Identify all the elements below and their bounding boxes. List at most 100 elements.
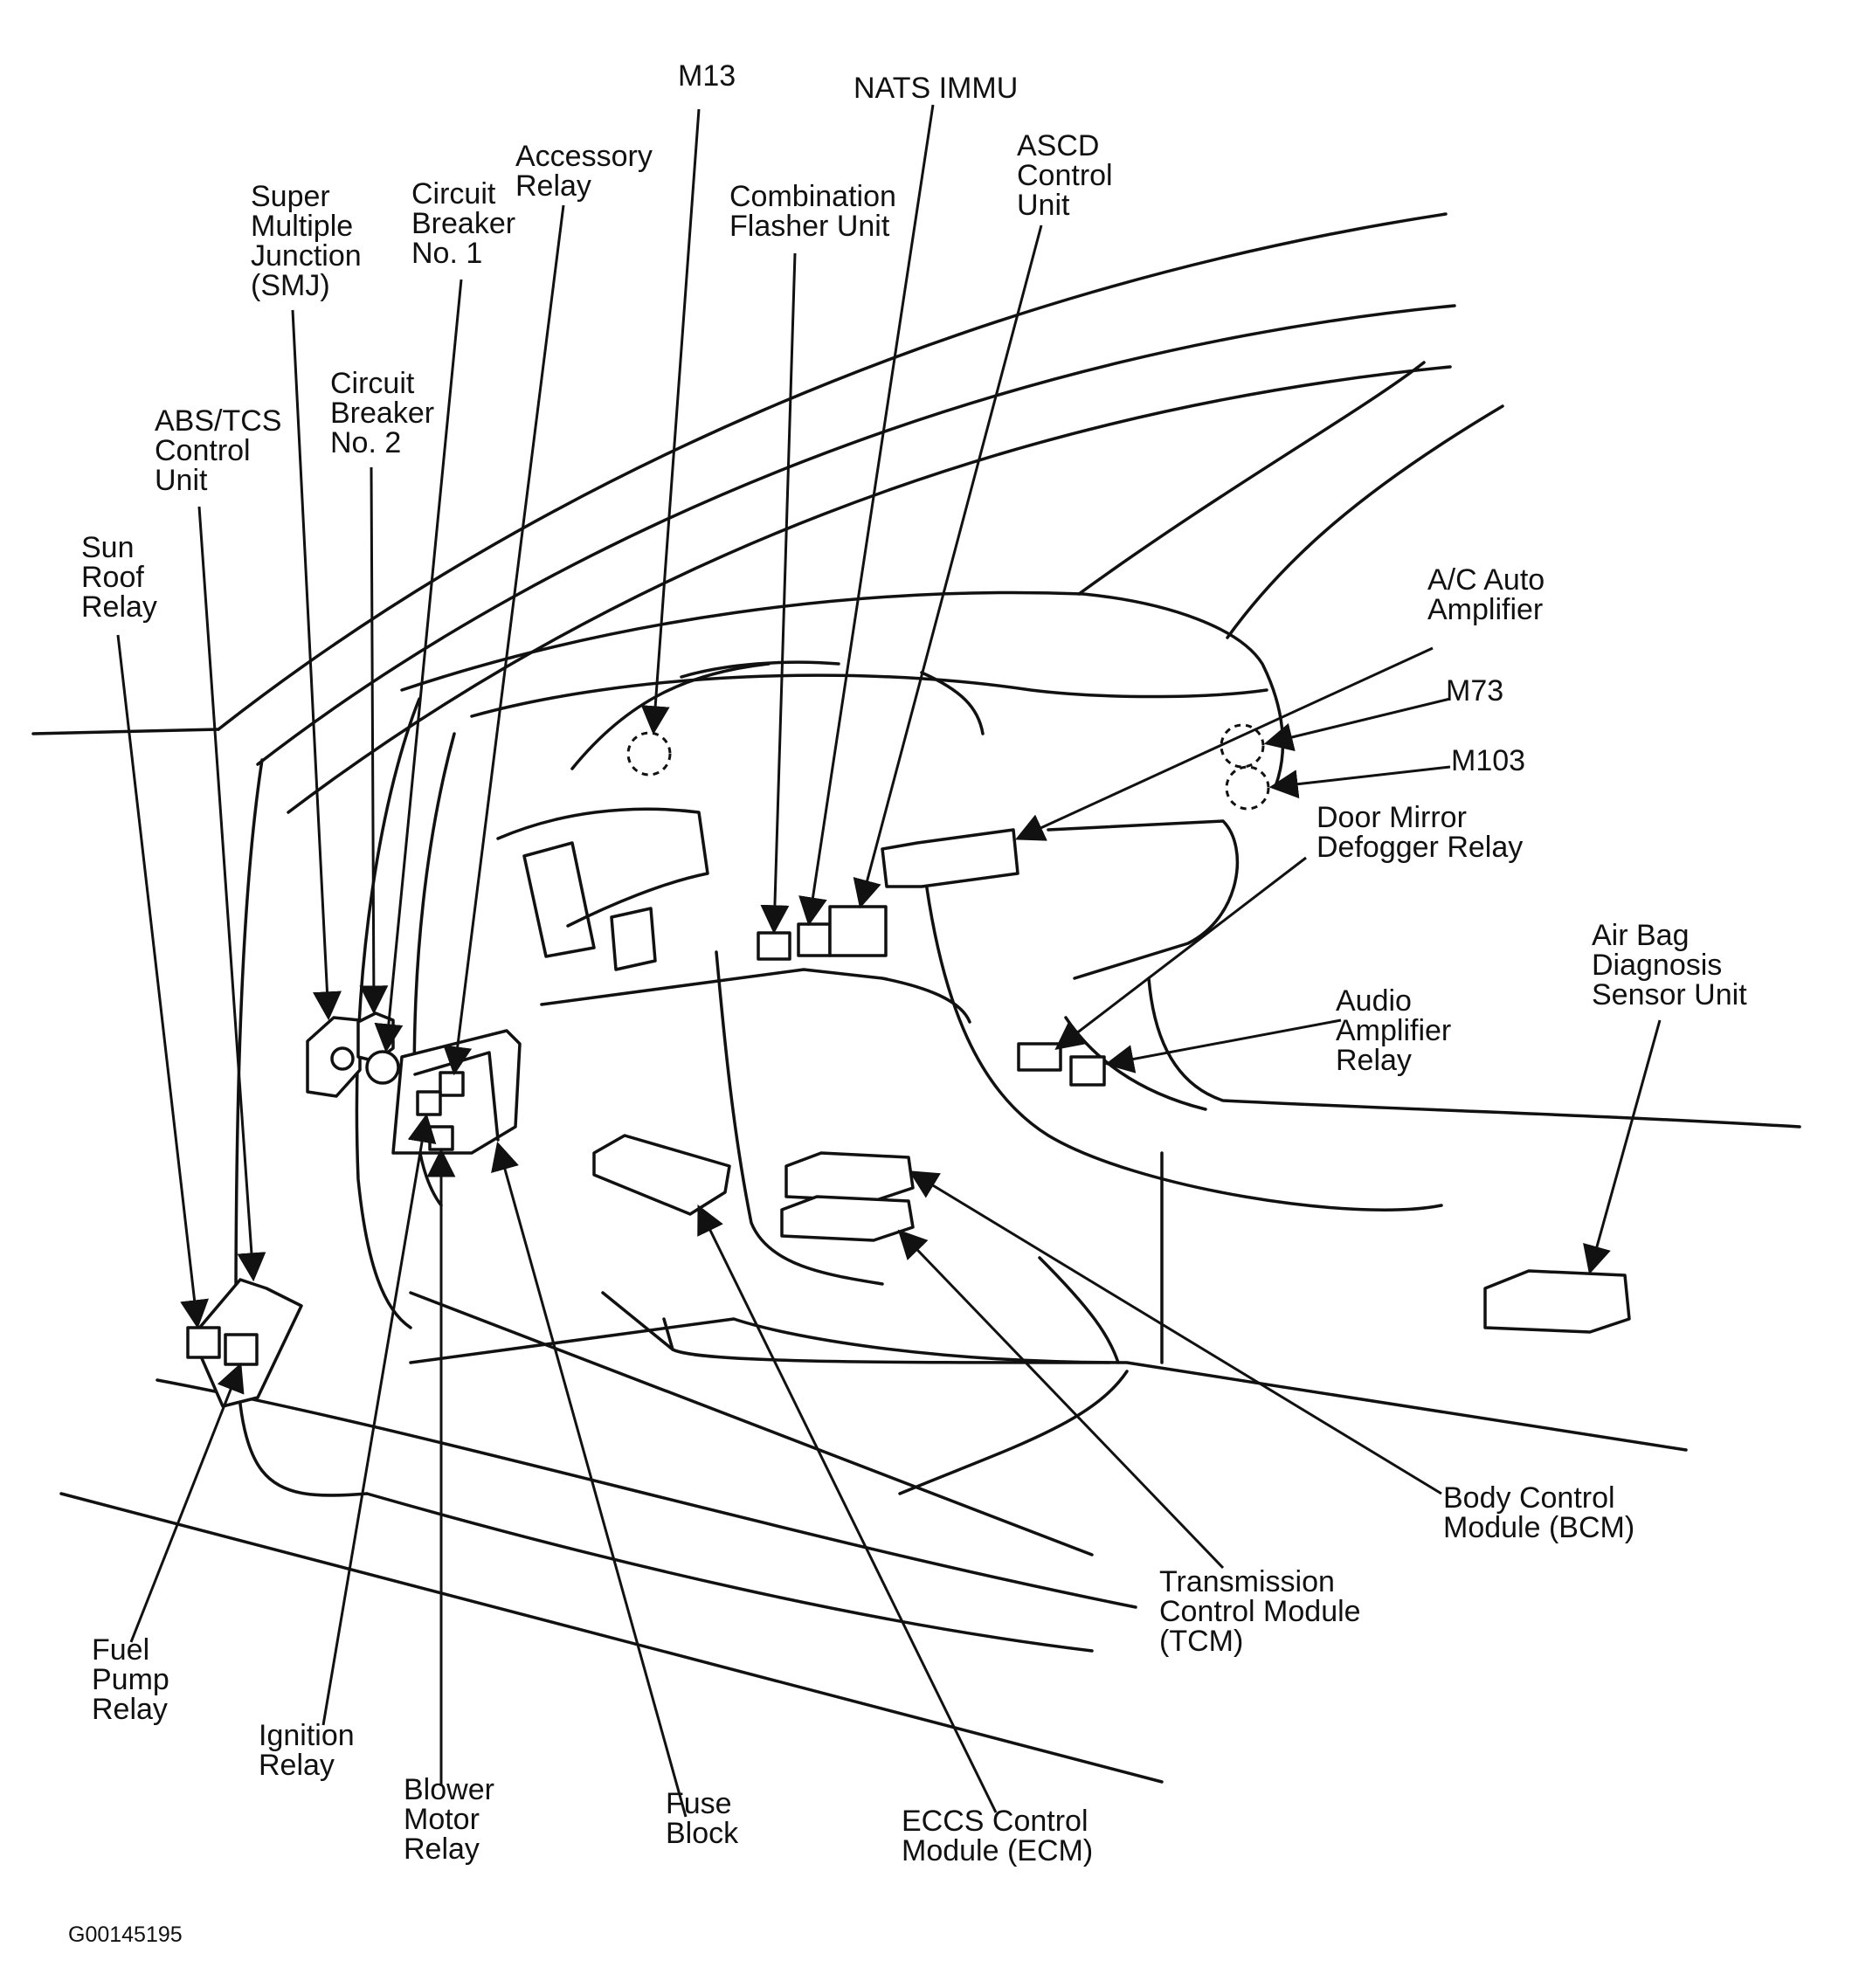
ascd-control-unit [828,905,888,957]
label-ecm: ECCS Control Module (ECM) [902,1805,1096,1867]
leader-sun-roof-relay [116,634,209,1329]
label-blower-motor-relay: Blower Motor Relay [404,1773,502,1866]
vehicle-outline [31,212,1801,1784]
floor-line-4 [409,1291,1094,1557]
label-ascd: ASCD Control Unit [1017,129,1121,222]
roof-arc-1 [256,304,1456,766]
label-nats-immu: NATS IMMU [853,72,1018,105]
label-door-mirror-defogger: Door Mirror Defogger Relay [1317,801,1523,864]
vent-recess [610,907,657,971]
ignition-relay-unit [416,1090,442,1116]
label-audio-amplifier-relay: Audio Amplifier Relay [1336,984,1460,1077]
leader-combination-flasher [760,252,797,935]
cluster-recess [522,841,596,958]
label-circuit-breaker-1: Circuit Breaker No. 1 [411,177,524,270]
label-sun-roof-relay: Sun Roof Relay [81,531,157,624]
a-pillar-line [1077,361,1426,596]
leader-ecm [697,1205,998,1813]
label-combination-flasher: Combination Flasher Unit [729,180,904,243]
leader-fuel-pump-relay [129,1362,245,1643]
leader-bcm [909,1170,1442,1495]
label-bcm: Body Control Module (BCM) [1443,1481,1634,1544]
ac-auto-amplifier-unit [881,828,1019,888]
tunnel-slope [601,1291,674,1351]
leader-lines [116,104,1662,1818]
leader-circuit-breaker-1 [374,279,463,1053]
connector-m103-marker [1225,765,1270,811]
label-fuse-block: Fuse Block [666,1787,740,1850]
door-mirror-defogger-relay-unit [1017,1042,1062,1072]
label-tcm: Transmission Control Module (TCM) [1159,1565,1369,1658]
fuel-pump-relay-unit [224,1333,259,1366]
floor-tunnel-2 [898,1370,1129,1495]
tcm-unit [780,1195,915,1242]
center-console-right [924,880,1443,1211]
leader-smj [291,309,342,1021]
fuse-block-inner [413,1051,500,1142]
leader-ac-auto-amplifier [1015,646,1434,841]
label-fuel-pump-relay: Fuel Pump Relay [92,1633,177,1726]
leader-m73 [1263,697,1451,752]
label-accessory-relay: Accessory Relay [515,140,660,203]
callout-labels: M13 NATS IMMU Accessory Relay Combinatio… [68,59,1747,1947]
leader-air-bag-sensor [1583,1019,1662,1275]
a-pillar-line-2 [1226,404,1504,639]
ecm-unit [592,1134,731,1216]
left-sill-line [31,728,220,735]
label-m73: M73 [1446,674,1503,708]
left-dash-inner [412,732,456,1207]
label-abs-tcs: ABS/TCS Control Unit [155,404,290,497]
leader-m103 [1268,765,1451,799]
leader-fuse-block [491,1141,688,1818]
leader-nats-immu [798,104,935,927]
label-m103: M103 [1451,744,1525,777]
dashboard-face [470,673,1268,718]
leader-ignition-relay [321,1113,437,1726]
leader-m13 [640,108,701,735]
center-console-left [715,950,884,1286]
floor-line-3 [365,1492,1094,1653]
accessory-relay-unit [439,1071,465,1097]
circuit-breaker-1-unit [365,1050,400,1085]
glovebox-opening [1047,819,1240,980]
kick-panel [234,758,369,1497]
windshield-frame-line [217,212,1448,731]
air-bag-sensor-unit [1483,1269,1631,1334]
label-air-bag-sensor: Air Bag Diagnosis Sensor Unit [1592,919,1747,1011]
leader-circuit-breaker-2 [359,466,389,1015]
blower-motor-relay-unit [428,1125,454,1151]
smj-knob [330,1046,355,1071]
label-smj: Super Multiple Junction (SMJ) [251,180,370,302]
label-ignition-relay: Ignition Relay [259,1719,363,1782]
leader-ascd [853,224,1043,909]
nats-immu-unit [797,922,832,957]
connector-m73-marker [1220,723,1265,769]
floor-line-2 [155,1378,1137,1609]
leader-abs-tcs [197,506,266,1282]
leader-tcm [897,1229,1225,1570]
label-ac-auto-amplifier: A/C Auto Amplifier [1427,563,1553,626]
dashboard-top [400,590,1285,788]
leader-door-mirror-defogger [1054,856,1307,1051]
tunnel-step [662,1317,1111,1364]
floor-line-1 [59,1492,1164,1784]
roof-arc-2 [287,365,1452,814]
tunnel-mid [1038,1256,1120,1364]
passenger-kick-panel [1147,977,1801,1129]
dash-inner-brow-2 [680,660,840,679]
sun-roof-relay-unit [186,1326,221,1359]
leader-audio-amplifier-relay [1104,1018,1342,1073]
label-circuit-breaker-2: Circuit Breaker No. 2 [330,367,443,459]
dash-lower-line [540,968,971,1024]
leader-accessory-relay [443,204,565,1076]
dash-inner-brow [570,662,771,770]
figure-id: G00145195 [68,1922,183,1947]
dash-inner-brow-3 [920,671,985,735]
combination-flasher-unit [757,931,791,961]
audio-amplifier-relay-unit [1069,1055,1106,1087]
bcm-unit [784,1151,915,1203]
label-m13: M13 [678,59,736,93]
instrument-cluster-hood [496,807,709,928]
connector-m13-marker [626,731,672,777]
